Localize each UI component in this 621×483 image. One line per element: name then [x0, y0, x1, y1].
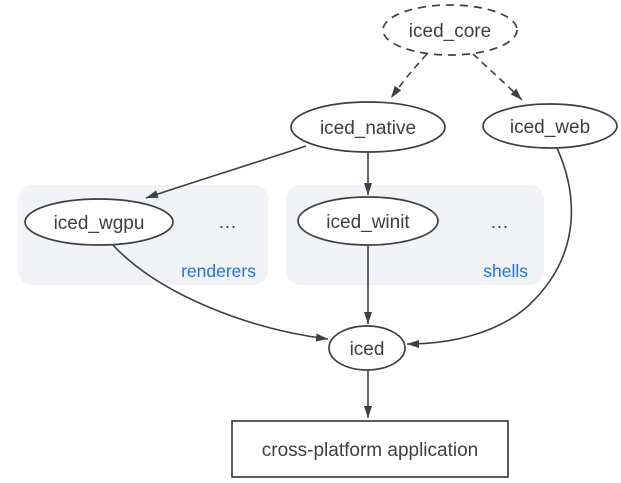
- edge-iced-web-to-iced: [406, 147, 573, 348]
- renderers-group-label: renderers: [181, 261, 256, 281]
- shells-group-label: shells: [483, 261, 528, 281]
- node-iced-web: [482, 103, 618, 149]
- edge-iced-wgpu-to-iced: [111, 243, 329, 342]
- shells-ellipsis: ...: [491, 212, 509, 232]
- node-iced-web-label: iced_web: [510, 117, 590, 138]
- edge-iced-core-to-iced-native: [390, 53, 428, 99]
- edge-iced-core-to-iced-web: [472, 53, 523, 101]
- node-iced-winit-label: iced_winit: [326, 212, 410, 233]
- node-iced-winit: [297, 196, 439, 246]
- node-cross-platform-application-label: cross-platform application: [262, 440, 478, 461]
- node-iced-wgpu: [24, 198, 174, 246]
- node-iced-core: [382, 4, 518, 56]
- node-iced-wgpu-label: iced_wgpu: [54, 213, 145, 234]
- node-iced-native: [290, 101, 446, 153]
- node-iced-label: iced: [350, 339, 385, 360]
- node-iced-native-label: iced_native: [320, 118, 416, 139]
- renderers-ellipsis: ...: [219, 212, 237, 232]
- node-iced: [328, 325, 406, 371]
- edge-iced-native-to-iced-wgpu: [145, 145, 307, 199]
- node-cross-platform-application: [231, 420, 509, 478]
- node-iced-core-label: iced_core: [409, 21, 491, 42]
